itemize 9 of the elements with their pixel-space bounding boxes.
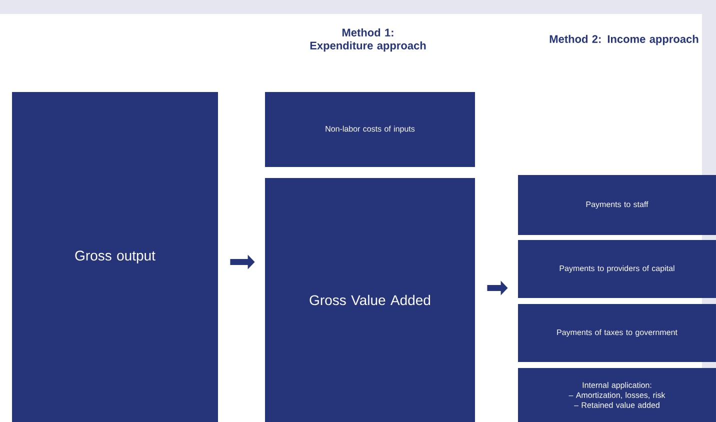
output-box: Gross output (12, 92, 218, 422)
value-added-box: Gross Value Added (265, 178, 475, 422)
cost-box: Non-labor costs of inputs (265, 92, 475, 167)
payment-box: Payments to staff (518, 175, 716, 235)
payment-box: Payments to providers of capital (518, 240, 716, 298)
column-heading: Method 1: Expenditure approach (310, 28, 426, 52)
payment-box: Internal application: – Amortization, losses, risk – Retained value added (518, 368, 716, 422)
column-heading: Method 2: Income approach (550, 34, 698, 46)
payment-box: Payments of taxes to government (518, 304, 716, 362)
